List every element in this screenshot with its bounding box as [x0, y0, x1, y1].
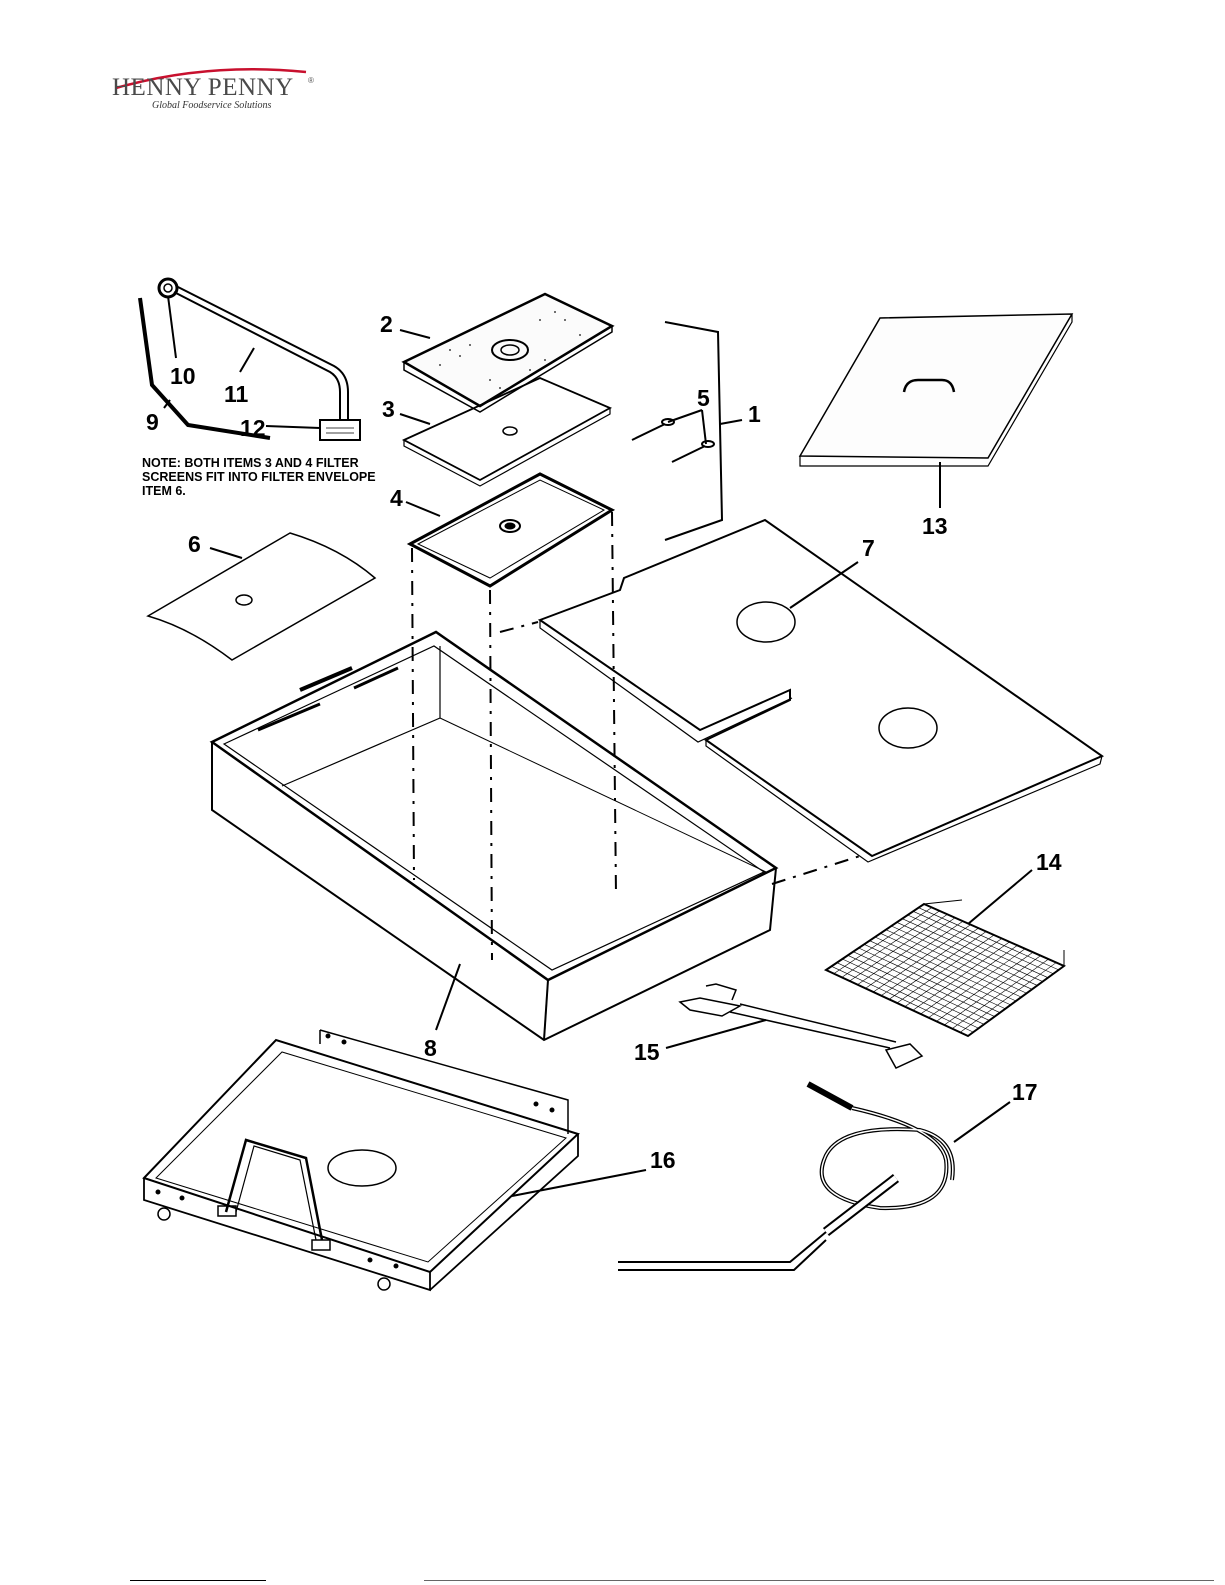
part-14-mesh-screen — [826, 900, 1064, 1036]
callout-5: 5 — [697, 385, 710, 411]
mesh-grid-line — [936, 952, 1032, 1021]
part-2-filter-screen — [404, 294, 612, 412]
footer-rule-right — [424, 1580, 1214, 1581]
callout-10: 10 — [170, 363, 196, 389]
callout-14: 14 — [1036, 849, 1062, 875]
part-8-filter-pan — [212, 632, 776, 1040]
mesh-grid-line — [921, 945, 1018, 1014]
mesh-grid-line — [913, 911, 1053, 973]
part-7-pan-cover — [540, 520, 1102, 862]
part-3-filter-screen — [404, 378, 610, 486]
callout-13: 13 — [922, 513, 948, 539]
part-6-filter-envelope — [148, 533, 375, 660]
mesh-grid-line — [897, 922, 1038, 985]
mesh-grid-line — [919, 908, 1059, 970]
callout-4: 4 — [390, 485, 403, 511]
mesh-grid-line — [944, 956, 1040, 1025]
mesh-grid-line — [952, 959, 1048, 1029]
callout-16: 16 — [650, 1147, 676, 1173]
callout-1: 1 — [748, 401, 761, 427]
part-4-filter-screen — [410, 474, 612, 586]
mesh-grid-line — [891, 926, 1032, 989]
callout-8: 8 — [424, 1035, 437, 1061]
callout-2: 2 — [380, 311, 393, 337]
callout-17: 17 — [1012, 1079, 1038, 1105]
footer-rule-left — [130, 1580, 266, 1581]
callout-15: 15 — [634, 1039, 660, 1065]
mesh-grid-line — [908, 915, 1048, 978]
callout-9: 9 — [146, 409, 159, 435]
callout-3: 3 — [382, 396, 395, 422]
mesh-grid-line — [880, 933, 1021, 997]
mesh-grid-line — [897, 935, 994, 1003]
mesh-grid-line — [902, 919, 1042, 982]
mesh-grid-line — [905, 938, 1002, 1006]
mesh-grid-line — [913, 942, 1010, 1010]
part-16-pan-cart — [144, 1030, 578, 1290]
mesh-grid-line — [929, 949, 1026, 1018]
part-5-pins — [632, 419, 714, 462]
callout-7: 7 — [862, 535, 875, 561]
callout-6: 6 — [188, 531, 201, 557]
part-13-lid — [800, 314, 1072, 466]
part-1-bracket-line — [665, 322, 722, 540]
part-15-tool — [680, 984, 922, 1068]
callout-12: 12 — [240, 415, 266, 441]
part-17-hose — [618, 1084, 953, 1270]
mesh-grid-line — [960, 963, 1056, 1033]
callout-11: 11 — [224, 381, 249, 407]
